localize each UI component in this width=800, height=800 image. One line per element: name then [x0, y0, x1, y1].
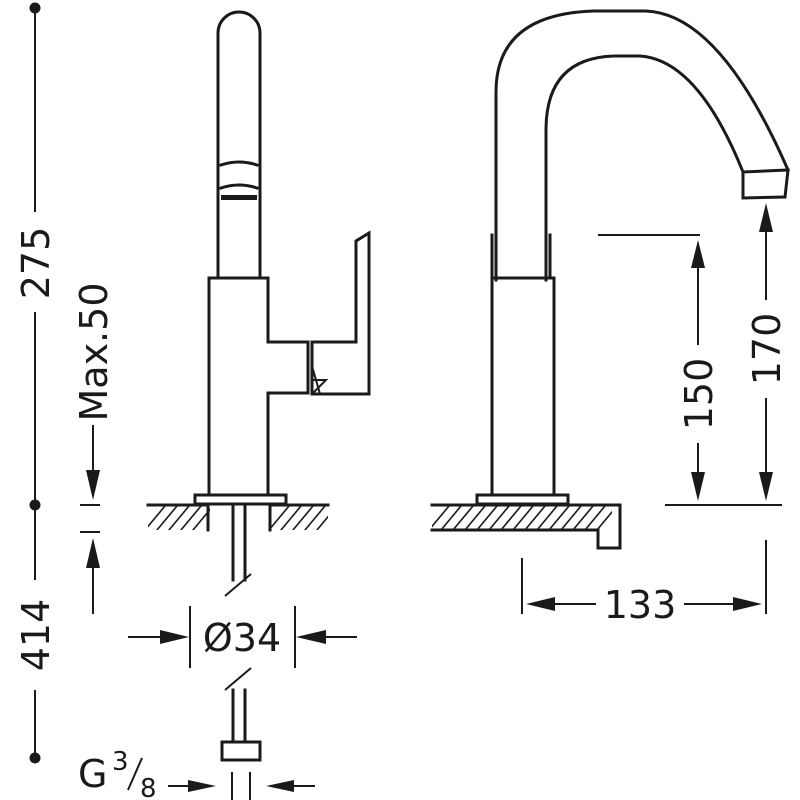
- base-plate-side: [475, 493, 570, 506]
- deck-section-left: [146, 503, 330, 532]
- body-front: [207, 276, 310, 497]
- dim-label-133: 133: [604, 583, 677, 627]
- break-mark-bottom: [224, 667, 252, 691]
- arrow-down-150: [691, 472, 705, 501]
- faucet-front-view: [193, 10, 371, 506]
- dim-dot-top: [29, 2, 41, 14]
- arrow-left-133: [526, 597, 555, 611]
- dim-label-275: 275: [14, 227, 58, 300]
- spout-inner-curve: [544, 54, 745, 282]
- lever-handle: [310, 230, 371, 396]
- dim-dot-deck: [29, 499, 41, 511]
- body-side: [490, 276, 556, 497]
- dim-label-150: 150: [677, 358, 721, 431]
- spout-aerator: [741, 168, 790, 200]
- thread-numerator: 3: [112, 747, 129, 777]
- deck-thickness-dimension: Max.50: [72, 283, 116, 614]
- dim-dot-bottom: [29, 752, 41, 764]
- break-mark-top: [224, 573, 252, 597]
- spout-height-dimensions: 150 170: [598, 203, 789, 506]
- faucet-side-view: [475, 9, 790, 506]
- overall-dimension-chain: 275 414: [14, 2, 58, 764]
- dim-label-414: 414: [14, 599, 58, 672]
- thread-prefix: G: [78, 752, 107, 796]
- aerator-band: [221, 196, 257, 200]
- spout-reach-dimension: 133: [521, 540, 767, 627]
- dim-label-170: 170: [745, 313, 789, 386]
- hose-connector-nut: [220, 740, 262, 762]
- thread-denominator: 8: [140, 774, 157, 800]
- diameter-dimension: Ø34: [128, 606, 357, 668]
- arrow-left-g38: [266, 780, 294, 792]
- arrow-left-d34: [296, 630, 326, 644]
- spout-outer-curve: [494, 9, 790, 282]
- deck-section-right: [430, 503, 622, 550]
- dim-label-d34: Ø34: [203, 616, 281, 660]
- arrow-down-170: [759, 472, 773, 501]
- arrow-down-max50: [86, 470, 100, 500]
- arrow-up-max50: [86, 538, 100, 568]
- base-plate-front: [193, 493, 288, 506]
- deck-edge-right: [430, 503, 622, 550]
- supply-hose: [220, 503, 262, 762]
- arrow-up-150: [691, 240, 705, 268]
- dim-label-max50: Max.50: [72, 283, 116, 422]
- arrow-right-g38: [188, 780, 216, 792]
- arrow-up-170: [759, 203, 773, 232]
- spout-tube-front: [216, 10, 262, 280]
- arrow-right-d34: [160, 630, 189, 644]
- arrow-right-133: [733, 597, 762, 611]
- connection-thread-dimension: G 3 8: [78, 747, 315, 800]
